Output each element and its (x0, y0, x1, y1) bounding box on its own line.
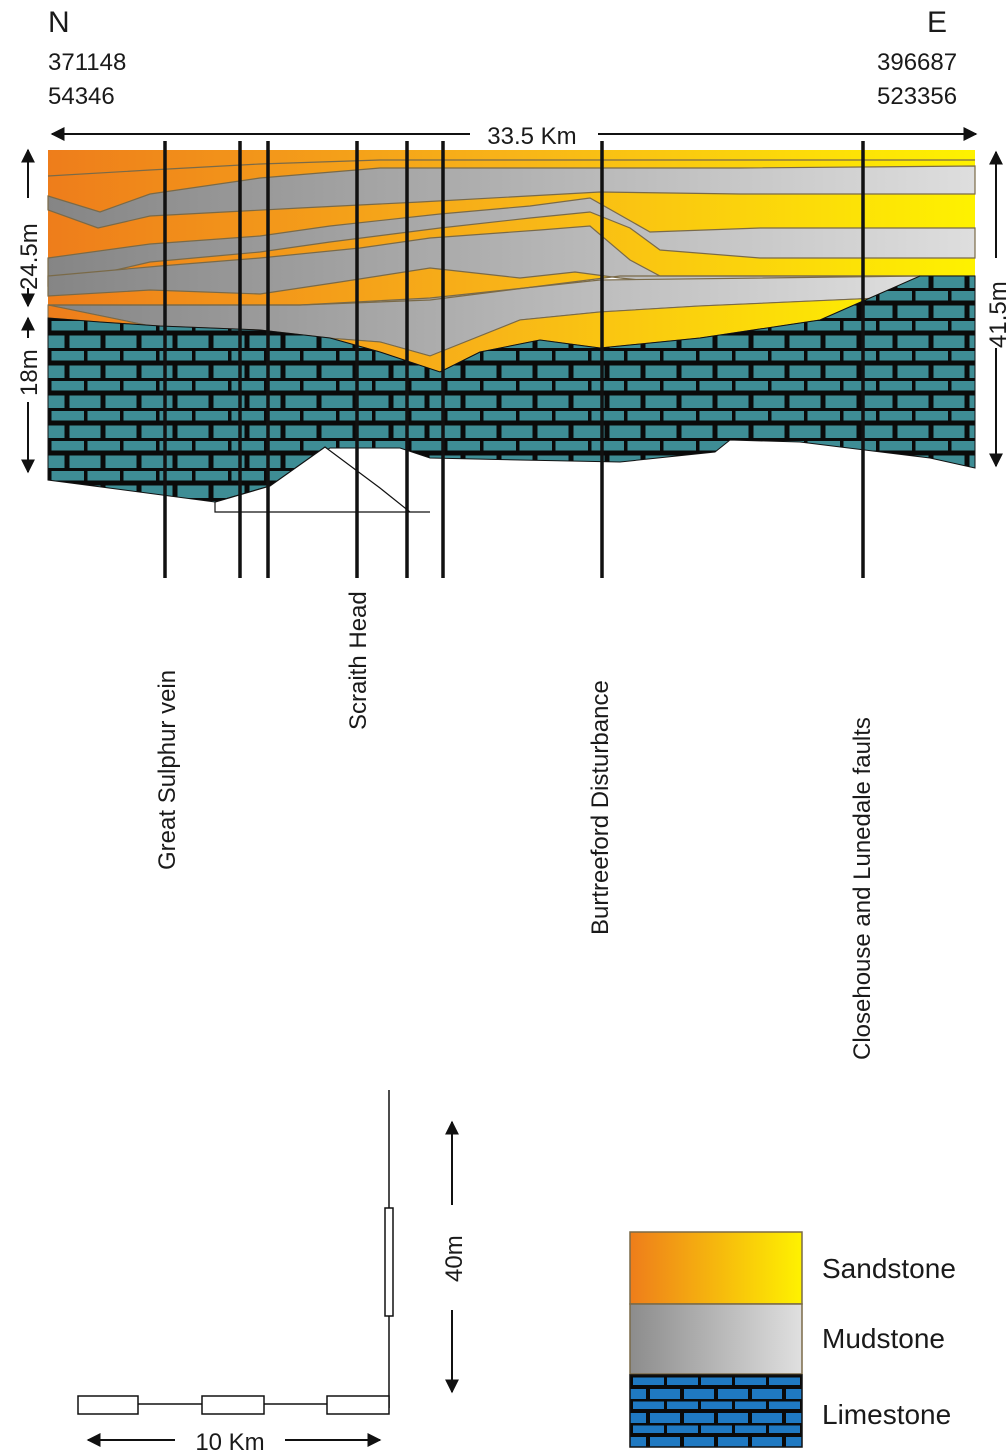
left-dimensions: 24.5m 18m (16, 148, 43, 474)
right-dimension: 41.5m (985, 150, 1007, 468)
legend-swatch-mudstone (629, 1303, 803, 1375)
limestone-section (47, 275, 976, 503)
legend-label-limestone: Limestone (822, 1399, 951, 1430)
left-upper-dimension: 24.5m (16, 223, 43, 290)
corner-left: N 371148 54346 (48, 6, 126, 110)
scale-horizontal-label: 10 Km (195, 1429, 264, 1452)
span-dimension: 33.5 Km (50, 123, 978, 150)
legend-label-sandstone: Sandstone (822, 1253, 956, 1284)
direction-east: E (927, 6, 947, 39)
right-dimension-label: 41.5m (985, 281, 1007, 348)
corner-right: E 396687 523356 (877, 6, 957, 110)
direction-north: N (48, 6, 70, 39)
section-body (47, 150, 976, 513)
fault-labels: Great Sulphur vein Scraith Head Burtreef… (154, 591, 876, 1060)
fault-label-scraith-head: Scraith Head (345, 591, 372, 730)
legend: Sandstone Mudstone Limestone (629, 1231, 956, 1448)
mudstone-band-1 (47, 165, 976, 229)
fault-label-closehouse: Closehouse and Lunedale faults (849, 717, 876, 1060)
left-northing: 54346 (48, 83, 115, 110)
fault-lines (163, 141, 865, 578)
left-easting: 371148 (48, 49, 126, 76)
stratum-line (48, 275, 920, 306)
mudstone-band-2 (47, 197, 976, 287)
fault-label-burtreeford: Burtreeford Disturbance (587, 680, 614, 935)
scale-bar: 10 Km 40m (77, 1090, 468, 1452)
legend-swatch-sandstone (629, 1231, 803, 1305)
scale-vertical-label: 40m (441, 1235, 468, 1282)
legend-label-mudstone: Mudstone (822, 1323, 945, 1354)
right-easting: 396687 (877, 49, 957, 76)
span-label: 33.5 Km (487, 123, 576, 150)
stratum-line (47, 159, 975, 177)
fault-label-great-sulphur: Great Sulphur vein (154, 670, 181, 870)
legend-swatch-limestone (629, 1374, 803, 1448)
left-lower-dimension: 18m (16, 349, 43, 396)
right-northing: 523356 (877, 83, 957, 110)
